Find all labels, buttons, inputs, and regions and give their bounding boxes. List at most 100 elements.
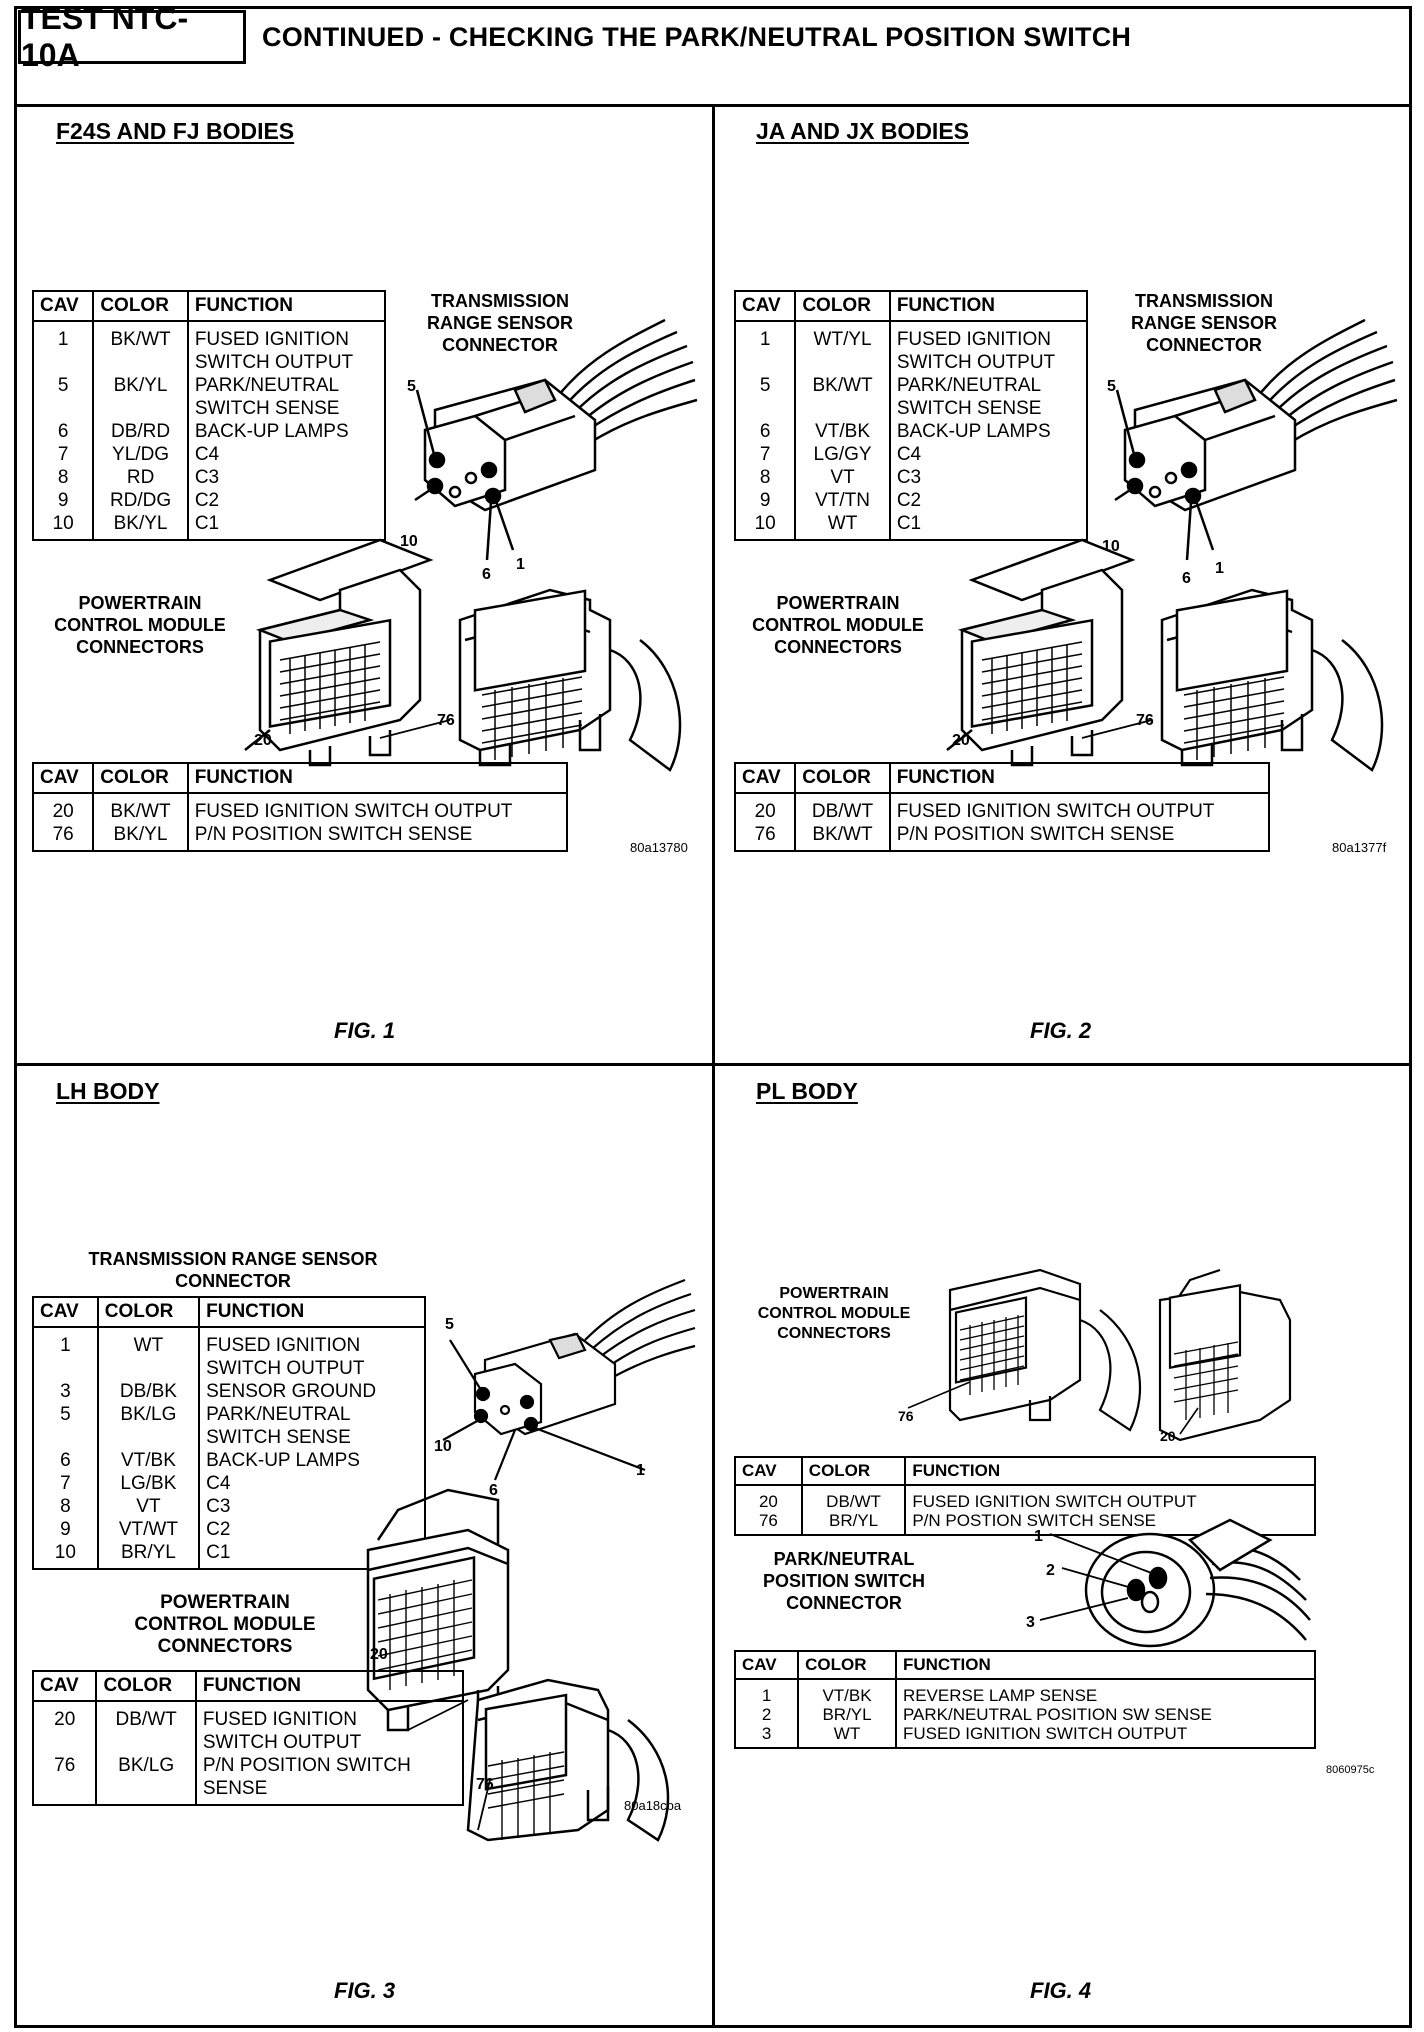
sensor-connector-label: TRANSMISSION RANGE SENSOR CONNECTOR bbox=[88, 1249, 378, 1291]
col-header-function: FUNCTION bbox=[195, 1671, 463, 1702]
color-cell: DB/WT bbox=[795, 793, 891, 823]
col-header-function: FUNCTION bbox=[187, 763, 567, 794]
color-cell: VT/BK bbox=[795, 420, 891, 443]
color-cell: VT/BK bbox=[97, 1449, 201, 1472]
pin-label: 5 bbox=[1107, 378, 1116, 395]
cav-cell: 1 bbox=[735, 1679, 800, 1705]
col-header-cav: CAV bbox=[735, 1651, 800, 1680]
color-cell: BR/YL bbox=[97, 1541, 201, 1569]
function-cell: BACK-UP LAMPS bbox=[206, 1450, 360, 1471]
color-cell: LG/BK bbox=[97, 1472, 201, 1495]
transmission-range-sensor-connector bbox=[1113, 318, 1399, 562]
image-code: 80a18cba bbox=[624, 1798, 682, 1813]
color-cell: VT bbox=[97, 1495, 201, 1518]
function-cell: PARK/NEUTRAL POSITION SW SENSE bbox=[902, 1705, 1212, 1724]
function-cell: C3 bbox=[896, 467, 922, 488]
cav-cell: 8 bbox=[33, 466, 95, 489]
pcm-connectors-drawing bbox=[945, 538, 1384, 772]
color-cell: BK/WT bbox=[795, 823, 891, 851]
pin-label: 10 bbox=[434, 1438, 452, 1455]
col-header-cav: CAV bbox=[33, 1297, 99, 1328]
col-header-function: FUNCTION bbox=[905, 1457, 1315, 1486]
function-cell: C2 bbox=[194, 490, 220, 511]
col-header-color: COLOR bbox=[93, 291, 189, 322]
function-cell: SENSOR GROUND bbox=[206, 1381, 377, 1402]
col-header-cav: CAV bbox=[735, 1457, 803, 1486]
pcm-connectors-drawing bbox=[906, 1268, 1292, 1442]
figure-caption: FIG. 3 bbox=[334, 1978, 396, 2003]
cav-cell: 76 bbox=[33, 823, 95, 851]
pcm-connectors-label: POWERTRAIN CONTROL MODULE CONNECTORS bbox=[752, 593, 924, 657]
cav-cell: 6 bbox=[33, 420, 95, 443]
color-cell: BR/YL bbox=[798, 1705, 897, 1724]
pin-label: 3 bbox=[1026, 1614, 1035, 1631]
function-cell: REVERSE LAMP SENSE bbox=[902, 1686, 1098, 1705]
color-cell: BK/YL bbox=[93, 374, 189, 420]
cav-cell: 7 bbox=[33, 443, 95, 466]
col-header-color: COLOR bbox=[798, 1651, 897, 1680]
col-header-function: FUNCTION bbox=[895, 1651, 1315, 1680]
cav-cell: 8 bbox=[735, 466, 797, 489]
col-header-color: COLOR bbox=[795, 291, 891, 322]
cav-cell: 5 bbox=[33, 1403, 99, 1449]
cav-cell: 5 bbox=[735, 374, 797, 420]
col-header-cav: CAV bbox=[735, 291, 797, 322]
pin-label: 1 bbox=[516, 556, 525, 573]
cav-cell: 1 bbox=[33, 321, 95, 374]
color-cell: BK/LG bbox=[97, 1403, 201, 1449]
body-title: LH BODY bbox=[56, 1078, 160, 1104]
cav-cell: 76 bbox=[33, 1754, 98, 1805]
figure-caption: FIG. 4 bbox=[1030, 1978, 1092, 2003]
function-cell: FUSED IGNITION SWITCH OUTPUT bbox=[896, 801, 1215, 822]
color-cell: RD bbox=[93, 466, 189, 489]
cav-cell: 6 bbox=[33, 1449, 99, 1472]
function-cell: C1 bbox=[206, 1542, 231, 1563]
cav-cell: 10 bbox=[735, 512, 797, 540]
col-header-function: FUNCTION bbox=[889, 763, 1269, 794]
figure-caption: FIG. 1 bbox=[334, 1018, 396, 1043]
function-cell: FUSED IGNITION SWITCH OUTPUT bbox=[202, 1709, 362, 1753]
cav-cell: 20 bbox=[33, 793, 95, 823]
transmission-range-sensor-connector bbox=[413, 318, 699, 562]
function-cell: PARK/NEUTRAL SWITCH SENSE bbox=[206, 1404, 351, 1448]
test-id: TEST NTC-10A bbox=[18, 0, 246, 73]
cav-cell: 9 bbox=[33, 1518, 99, 1541]
pcm-connectors-label: POWERTRAIN CONTROL MODULE CONNECTORS bbox=[134, 1592, 316, 1657]
pin-label: 5 bbox=[445, 1316, 454, 1333]
color-cell: DB/RD bbox=[93, 420, 189, 443]
function-cell: C1 bbox=[896, 513, 922, 534]
function-cell: C2 bbox=[896, 490, 922, 511]
cav-cell: 76 bbox=[735, 823, 797, 851]
function-cell: C1 bbox=[194, 513, 220, 534]
function-cell: C4 bbox=[896, 444, 922, 465]
function-cell: C2 bbox=[206, 1519, 231, 1540]
col-header-color: COLOR bbox=[795, 763, 891, 794]
color-cell: BK/WT bbox=[93, 793, 189, 823]
pcm-connectors-label: POWERTRAIN CONTROL MODULE CONNECTORS bbox=[54, 593, 226, 657]
pin-label: 76 bbox=[437, 712, 455, 729]
